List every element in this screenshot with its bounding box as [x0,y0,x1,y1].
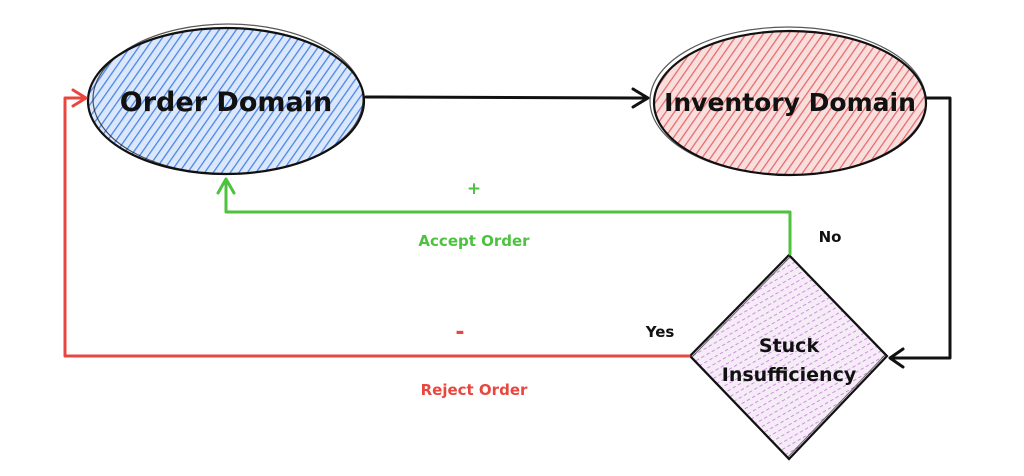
reject-symbol: - [455,320,464,345]
stuck-insufficiency-decision[interactable]: Stuck Insufficiency [688,253,889,461]
inventory-domain-node[interactable]: Inventory Domain [649,26,928,177]
reject-order-label: Reject Order [421,381,528,399]
order-domain-node[interactable]: Order Domain [86,23,366,176]
yes-label: Yes [645,323,675,341]
accept-order-arrow [216,177,792,256]
inventory-to-decision-arrow [888,96,952,369]
decision-label-line1: Stuck [759,335,820,357]
accept-order-label: Accept Order [418,232,530,250]
order-domain-label: Order Domain [120,87,332,118]
order-to-inventory-arrow [364,87,650,109]
reject-order-arrow [63,88,691,358]
accept-symbol: + [467,179,481,199]
inventory-domain-label: Inventory Domain [664,88,916,117]
decision-label-line2: Insufficiency [722,364,857,386]
no-label: No [819,228,842,246]
